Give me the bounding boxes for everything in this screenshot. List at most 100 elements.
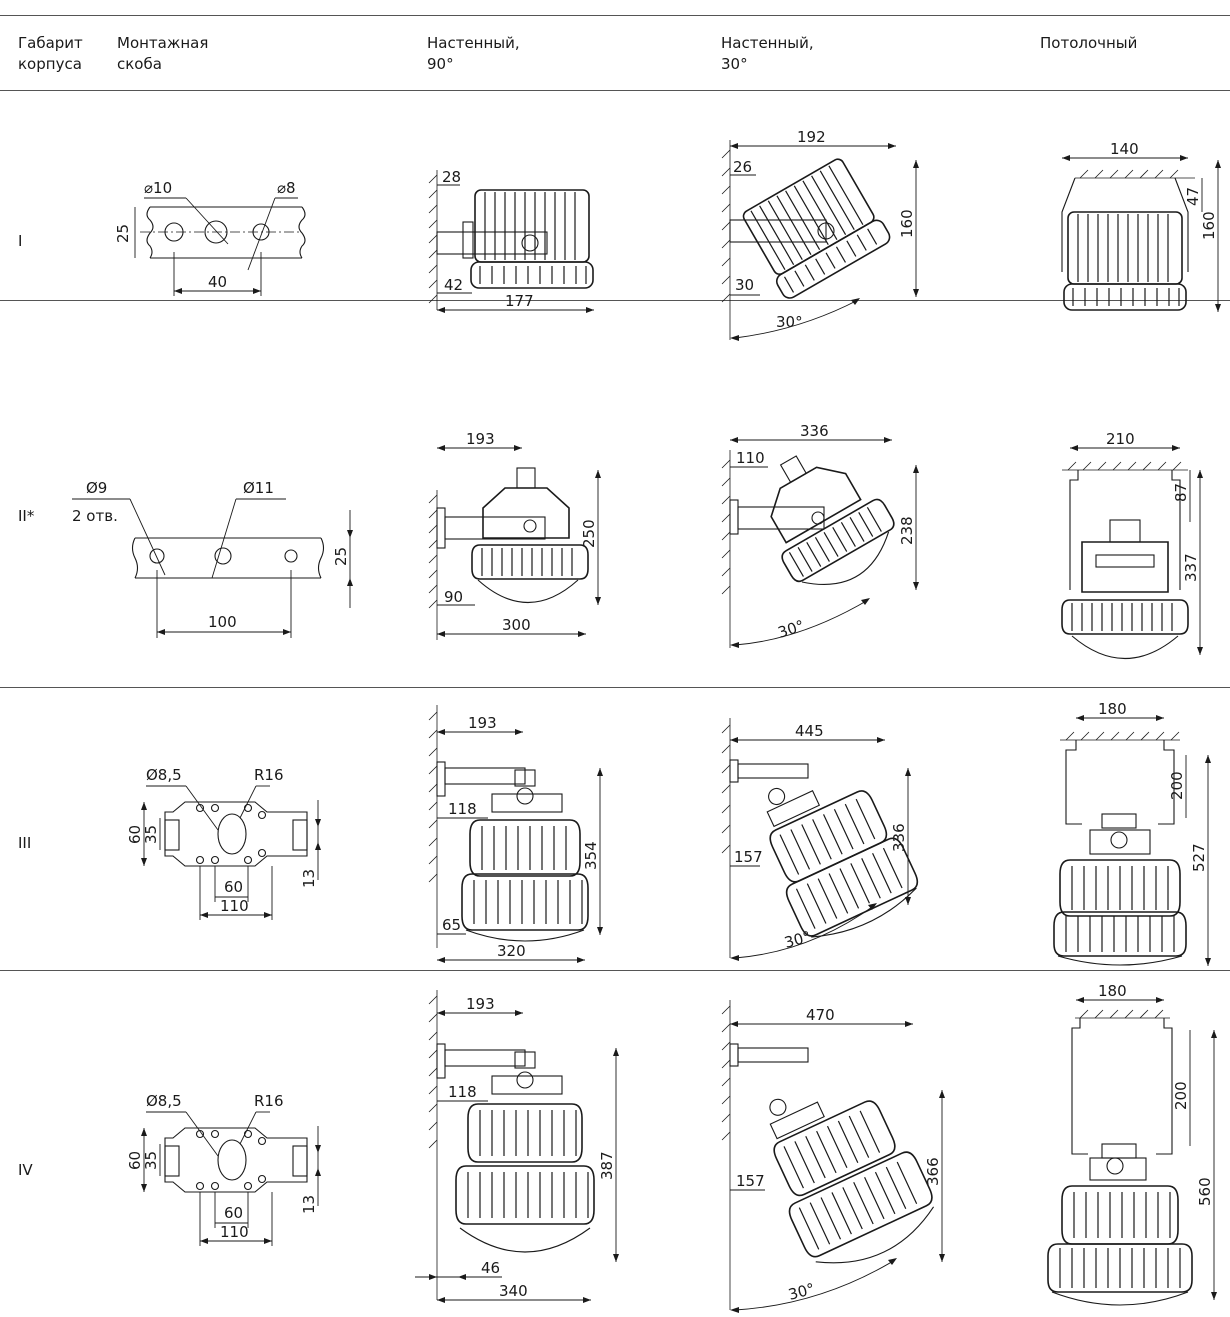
dim-III-w30-width: 445 xyxy=(795,722,824,740)
wall30-drawing-I: 192 26 160 30 30° xyxy=(721,128,919,341)
ceiling-drawing-III: 180 200 527 xyxy=(1053,700,1211,966)
dim-III-b-inner: 35 xyxy=(142,825,160,844)
wall30-drawing-III: 445 157 336 30° xyxy=(721,718,919,961)
dim-II-b-spacing: 100 xyxy=(208,613,237,631)
bracket-drawing-I: ⌀10 ⌀8 25 40 xyxy=(114,179,306,296)
ceiling-drawing-I: 140 47 160 xyxy=(1061,140,1221,312)
dim-II-b-hole1-note: 2 отв. xyxy=(72,507,118,525)
dim-IV-b-slot: 13 xyxy=(300,1195,318,1214)
dim-I-w30-width: 192 xyxy=(797,128,826,146)
dim-II-w90-offset: 90 xyxy=(444,588,463,606)
dim-I-w30-top: 26 xyxy=(733,158,752,176)
dim-III-w90-height: 354 xyxy=(582,841,600,870)
bracket-drawing-III: Ø8,5 R16 60 35 13 60 110 xyxy=(126,766,321,920)
dim-III-b-spacing1: 60 xyxy=(224,878,243,896)
dim-I-b-hole2: ⌀8 xyxy=(277,179,296,197)
header-wall-90: Настенный, 90° xyxy=(427,34,520,73)
dim-I-b-height: 25 xyxy=(114,224,132,243)
dim-IV-b-outer: 60 xyxy=(126,1151,144,1170)
dim-IV-w90-offset: 46 xyxy=(481,1259,500,1277)
dim-III-b-hole2: R16 xyxy=(254,766,284,784)
row-rule-1 xyxy=(0,300,1230,301)
dim-III-w90-offset: 65 xyxy=(442,916,461,934)
ceiling-drawing-II: 210 87 337 xyxy=(1061,430,1203,660)
dim-III-w90-arm: 118 xyxy=(448,800,477,818)
dim-III-w90-top: 193 xyxy=(468,714,497,732)
dim-I-c-mount: 47 xyxy=(1184,187,1202,206)
dim-II-b-hole2: Ø11 xyxy=(243,479,274,497)
dim-III-c-mount: 200 xyxy=(1168,771,1186,800)
dim-II-c-width: 210 xyxy=(1106,430,1135,448)
dim-IV-b-inner: 35 xyxy=(142,1151,160,1170)
dim-II-b-height: 25 xyxy=(332,547,350,566)
dim-IV-w30-arm: 157 xyxy=(736,1172,765,1190)
dim-III-w30-arm: 157 xyxy=(734,848,763,866)
dim-II-w90-top: 193 xyxy=(466,430,495,448)
header-bracket: Монтажная скоба xyxy=(117,34,209,73)
dim-IV-b-hole2: R16 xyxy=(254,1092,284,1110)
dim-IV-w30-width: 470 xyxy=(806,1006,835,1024)
table-top-rule xyxy=(0,15,1230,16)
dim-II-w90-width: 300 xyxy=(502,616,531,634)
dim-III-b-outer: 60 xyxy=(126,825,144,844)
header-wall-30: Настенный, 30° xyxy=(721,34,814,73)
dim-III-c-width: 180 xyxy=(1098,700,1127,718)
dim-II-w30-angle: 30° xyxy=(776,616,807,641)
dim-II-c-mount: 87 xyxy=(1172,483,1190,502)
dim-III-b-slot: 13 xyxy=(300,869,318,888)
wall90-drawing-III: 193 118 354 65 320 xyxy=(428,705,603,963)
wall90-drawing-IV: 193 118 387 46 340 xyxy=(415,990,619,1303)
wall30-drawing-II: 336 110 238 30° xyxy=(721,422,919,648)
wall90-drawing-II: 193 250 90 300 xyxy=(428,430,601,640)
row-label-II: II* xyxy=(18,507,35,525)
dim-III-b-spacing2: 110 xyxy=(220,897,249,915)
dim-III-w90-width: 320 xyxy=(497,942,526,960)
dim-I-w90-offset: 42 xyxy=(444,276,463,294)
dim-III-w30-angle: 30° xyxy=(782,928,812,952)
dim-II-c-height: 337 xyxy=(1182,553,1200,582)
dim-IV-w90-arm: 118 xyxy=(448,1083,477,1101)
dim-I-w30-offset: 30 xyxy=(735,276,754,294)
dim-II-b-hole1: Ø9 xyxy=(86,479,107,497)
dim-IV-b-spacing1: 60 xyxy=(224,1204,243,1222)
dim-IV-w90-top: 193 xyxy=(466,995,495,1013)
header-ceiling: Потолочный xyxy=(1040,34,1138,52)
header-rule xyxy=(0,90,1230,91)
dim-I-w30-angle: 30° xyxy=(776,313,803,331)
dim-I-c-width: 140 xyxy=(1110,140,1139,158)
row-label-IV: IV xyxy=(18,1161,33,1179)
dim-IV-c-height: 560 xyxy=(1196,1177,1214,1206)
dim-I-w30-height: 160 xyxy=(898,209,916,238)
dim-IV-w30-height: 366 xyxy=(924,1157,942,1186)
dim-II-w90-height: 250 xyxy=(580,519,598,548)
dim-I-c-height: 160 xyxy=(1200,211,1218,240)
dim-II-w30-width: 336 xyxy=(800,422,829,440)
header-size: Габарит корпуса xyxy=(18,34,83,73)
row-rule-2 xyxy=(0,687,1230,688)
dim-II-w30-top: 110 xyxy=(736,449,765,467)
row-label-III: III xyxy=(18,834,32,852)
dim-I-w90-top: 28 xyxy=(442,168,461,186)
dim-I-b-hole1: ⌀10 xyxy=(144,179,172,197)
ceiling-drawing-IV: 180 200 560 xyxy=(1047,982,1217,1306)
dim-III-c-height: 527 xyxy=(1190,843,1208,872)
dim-IV-b-spacing2: 110 xyxy=(220,1223,249,1241)
dim-III-w30-height: 336 xyxy=(890,823,908,852)
bracket-drawing-II: Ø9 2 отв. Ø11 25 100 xyxy=(72,479,353,638)
dim-III-b-hole1: Ø8,5 xyxy=(146,766,182,784)
dim-IV-w90-height: 387 xyxy=(598,1151,616,1180)
dim-I-b-spacing: 40 xyxy=(208,273,227,291)
dim-IV-w30-angle: 30° xyxy=(786,1280,816,1304)
dim-IV-b-hole1: Ø8,5 xyxy=(146,1092,182,1110)
row-label-I: I xyxy=(18,232,23,250)
bracket-drawing-IV: Ø8,5 R16 60 35 13 60 110 xyxy=(126,1092,321,1246)
dim-IV-w90-width: 340 xyxy=(499,1282,528,1300)
dim-I-w90-width: 177 xyxy=(505,292,534,310)
wall30-drawing-IV: 470 157 366 30° xyxy=(721,1000,945,1313)
row-rule-3 xyxy=(0,970,1230,971)
dim-IV-c-mount: 200 xyxy=(1172,1081,1190,1110)
dim-IV-c-width: 180 xyxy=(1098,982,1127,1000)
wall90-drawing-I: 28 42 177 xyxy=(428,168,594,313)
dim-II-w30-height: 238 xyxy=(898,516,916,545)
